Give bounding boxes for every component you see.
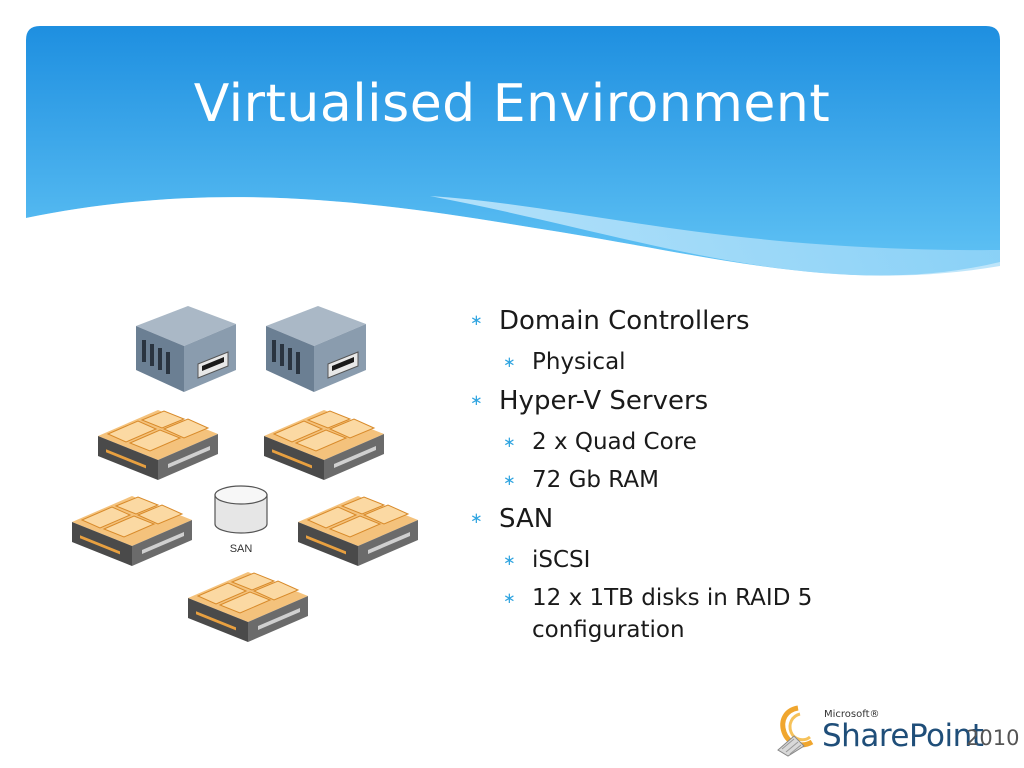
bullet-asterisk-icon: ∗ — [503, 471, 516, 489]
bullet-text: iSCSI — [532, 547, 591, 573]
bullet-text: 2 x Quad Core — [532, 429, 697, 455]
hyperv-server-icon — [297, 495, 419, 567]
bullet-text: Physical — [532, 349, 626, 375]
bullet-text: SAN — [499, 504, 554, 534]
san-label: SAN — [230, 543, 253, 555]
hyperv-server-icon — [71, 495, 193, 567]
bullet-text: Hyper-V Servers — [499, 386, 709, 416]
sharepoint-logo: Microsoft® SharePoint 2010 — [774, 702, 1024, 758]
bullet-asterisk-icon: ∗ — [503, 353, 516, 371]
slide-title: Virtualised Environment — [193, 74, 831, 134]
sub-bullet-item: ∗ iSCSI — [470, 544, 890, 576]
bullet-asterisk-icon: ∗ — [503, 589, 516, 607]
sub-bullet-item: ∗ 72 Gb RAM — [470, 464, 890, 496]
domain-controller-server-icon — [265, 305, 367, 393]
domain-controller-server-icon — [135, 305, 237, 393]
hyperv-server-icon — [97, 409, 219, 481]
logo-year-text: 2010 — [966, 726, 1020, 750]
bullet-text: 12 x 1TB disks in RAID 5 configuration — [532, 585, 813, 643]
title-banner — [26, 26, 1000, 287]
logo-product-text: SharePoint — [822, 718, 984, 754]
bullet-text: 72 Gb RAM — [532, 467, 659, 493]
bullet-asterisk-icon: ∗ — [470, 391, 483, 409]
sharepoint-logo-icon — [777, 705, 814, 757]
bullet-list: ∗ Domain Controllers ∗ Physical ∗ Hyper-V Ser… — [470, 298, 890, 646]
san-storage-icon — [214, 485, 268, 534]
sub-bullet-item: ∗ 12 x 1TB disks in RAID 5 configuration — [470, 582, 890, 646]
bullet-asterisk-icon: ∗ — [503, 433, 516, 451]
infrastructure-diagram: SAN — [71, 305, 419, 643]
hyperv-server-icon — [263, 409, 385, 481]
bullet-item: ∗ SAN — [470, 500, 890, 538]
sub-bullet-item: ∗ 2 x Quad Core — [470, 426, 890, 458]
bullet-text: Domain Controllers — [499, 306, 750, 336]
hyperv-server-icon — [187, 571, 309, 643]
bullet-item: ∗ Hyper-V Servers — [470, 382, 890, 420]
bullet-asterisk-icon: ∗ — [503, 551, 516, 569]
logo-brand-text: Microsoft® — [824, 709, 880, 720]
bullet-item: ∗ Domain Controllers — [470, 302, 890, 340]
bullet-asterisk-icon: ∗ — [470, 311, 483, 329]
bullet-asterisk-icon: ∗ — [470, 509, 483, 527]
sub-bullet-item: ∗ Physical — [470, 346, 890, 378]
